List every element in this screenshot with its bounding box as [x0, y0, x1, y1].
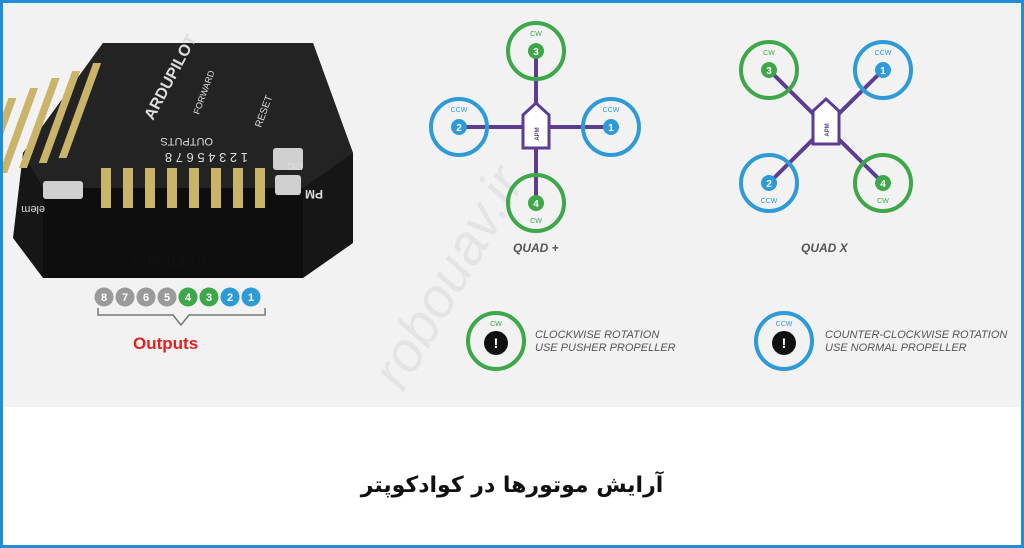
warning-icon: !	[494, 335, 499, 351]
quad-plus-motor-num: 1	[608, 123, 614, 134]
flight-controller-board: ARDUPILOT FORWARD OUTPUTS 1 2 3 4 5 6 7 …	[3, 32, 353, 278]
header-pins-left	[3, 63, 102, 178]
board-pin-numbers: 1 2 3 4 5 6 7 8	[165, 150, 248, 165]
board-i2c: I2C	[287, 160, 303, 171]
legend-cw-text: CLOCKWISE ROTATION USE PUSHER PROPELLER	[535, 329, 676, 355]
legend-cw-line2: USE PUSHER PROPELLER	[535, 342, 676, 354]
quad-x-center: APM	[811, 96, 841, 146]
quad-x-motor-num: 1	[880, 66, 886, 77]
quad-plus-center: APM	[521, 100, 551, 150]
output-badge-number: 7	[122, 292, 128, 304]
quad-x-motor-dir: CW	[877, 198, 889, 205]
legend-cw-line1: CLOCKWISE ROTATION	[535, 329, 660, 341]
quad-x-motor: 2 CCW	[739, 153, 799, 213]
quad-plus-label: QUAD +	[513, 241, 559, 255]
legend-ccw-line1: COUNTER-CLOCKWISE ROTATION	[825, 329, 1008, 341]
board-telem: elem	[21, 203, 45, 215]
quad-x-motor-dir: CCW	[761, 198, 778, 205]
output-badge-number: 8	[101, 292, 107, 304]
legend-cw: ! CW	[466, 311, 526, 371]
output-pins	[101, 168, 265, 208]
output-badge-number: 2	[227, 292, 233, 304]
output-badge	[157, 287, 177, 307]
output-badges: 8 7 6 5 4 3 2 1	[94, 287, 261, 307]
output-badge	[94, 287, 114, 307]
quad-plus-motor: 4 CW	[506, 173, 566, 233]
quad-plus-motor-dir: CCW	[451, 107, 468, 114]
quad-x-motor: 1 CCW	[853, 40, 913, 100]
output-badge-number: 4	[185, 292, 192, 304]
quad-plus-motor-num: 2	[456, 123, 462, 134]
quad-plus-motor: 3 CW	[506, 21, 566, 81]
legend-cw-tag: CW	[490, 321, 502, 328]
warning-icon: !	[782, 335, 787, 351]
quad-x-motor: 3 CW	[739, 40, 799, 100]
quad-x-motor: 4 CW	[853, 153, 913, 213]
output-badge-number: 6	[143, 292, 149, 304]
quad-plus-motor-num: 3	[533, 47, 539, 58]
output-badge-number: 3	[206, 292, 212, 304]
outputs-title: Outputs	[133, 334, 199, 353]
quad-plus-motor-dir: CW	[530, 218, 542, 225]
quad-plus-motor-dir: CCW	[603, 107, 620, 114]
output-badge	[136, 287, 156, 307]
quad-plus-center-label: APM	[535, 127, 541, 140]
quad-x-diagram: APM 3 CW 1 CCW 2 CCW	[739, 40, 913, 213]
legend-ccw-line2: USE NORMAL PROPELLER	[825, 342, 967, 354]
output-badge	[199, 287, 219, 307]
output-badge	[178, 287, 198, 307]
quad-x-motor-num: 3	[766, 66, 772, 77]
output-badge	[115, 287, 135, 307]
quad-plus-motor: 1 CCW	[581, 97, 641, 157]
legend-ccw: ! CCW	[754, 311, 814, 371]
quad-plus-motor-dir: CW	[530, 31, 542, 38]
caption: آرایش موتورها در کوادکوپتر	[360, 473, 664, 498]
quad-x-motor-num: 2	[766, 179, 772, 190]
board-outputs-silk: OUTPUTS	[160, 135, 213, 147]
quad-plus-diagram: APM 3 CW 2 CCW 1 CCW	[429, 21, 641, 233]
board-pm: PM	[305, 187, 323, 201]
quad-x-label: QUAD X	[801, 241, 848, 255]
output-badge	[241, 287, 261, 307]
quad-x-motor-num: 4	[880, 179, 886, 190]
output-badge	[220, 287, 240, 307]
output-badge-number: 5	[164, 292, 170, 304]
quad-plus-motor-num: 4	[533, 199, 539, 210]
quad-x-motor-dir: CCW	[875, 50, 892, 57]
legend-ccw-tag: CCW	[776, 321, 793, 328]
diagram-svg: robouav.ir	[3, 21, 913, 399]
legend-ccw-text: COUNTER-CLOCKWISE ROTATION USE NORMAL PR…	[825, 329, 1007, 355]
diagram-panel: robouav.ir	[3, 3, 1021, 407]
outputs-bracket	[97, 308, 266, 327]
quad-x-motor-dir: CW	[763, 50, 775, 57]
quad-x-center-label: APM	[825, 123, 831, 136]
board-site-label: robouav.ir	[131, 253, 209, 270]
quad-plus-motor: 2 CCW	[429, 97, 489, 157]
output-badge-number: 1	[248, 292, 254, 304]
